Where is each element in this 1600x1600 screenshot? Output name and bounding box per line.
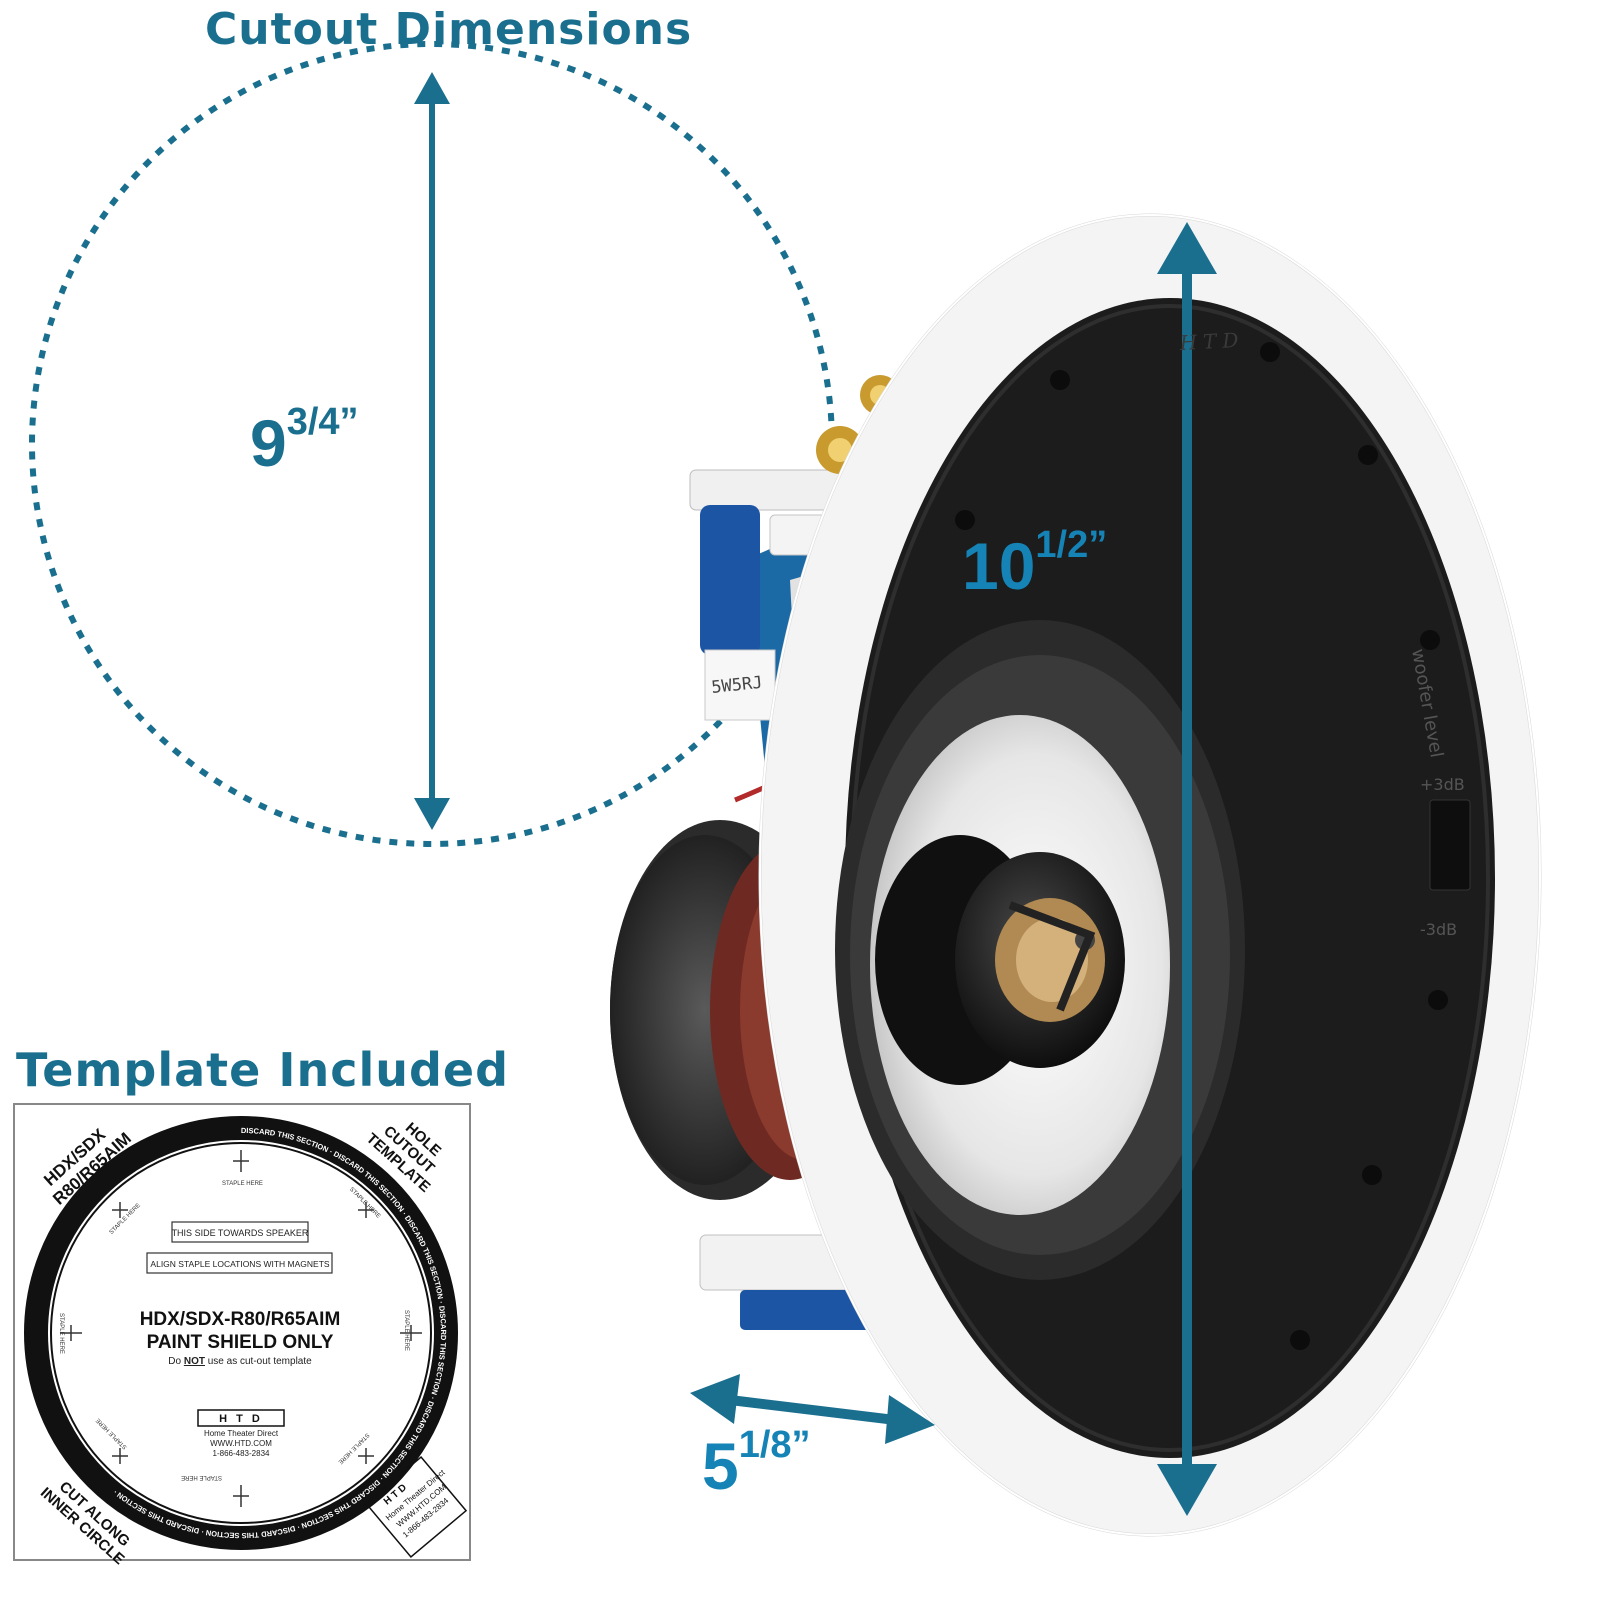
height-dimension-label: 101/2”: [962, 524, 1107, 604]
template-included-heading: Template Included: [16, 1043, 510, 1097]
height-dimension-fraction: 1/2”: [1035, 524, 1108, 566]
cutout-dimension-fraction: 3/4”: [286, 401, 359, 443]
depth-dimension-whole: 5: [702, 1429, 739, 1503]
depth-arrow: [690, 1374, 935, 1444]
template-sheet: [13, 1103, 471, 1561]
cutout-arrow: [414, 72, 450, 830]
speaker-front: [758, 213, 1542, 1537]
woofer-level-switch: [1429, 799, 1471, 891]
height-arrow: [1157, 222, 1217, 1516]
template-ring: [24, 1116, 458, 1550]
depth-dimension-fraction: 1/8”: [738, 1424, 811, 1466]
height-dimension-whole: 10: [962, 529, 1036, 603]
cutout-dimension-whole: 9: [250, 406, 287, 480]
cutout-dimensions-heading: Cutout Dimensions: [205, 4, 693, 55]
depth-dimension-label: 51/8”: [702, 1424, 811, 1504]
cutout-dimension-label: 93/4”: [250, 401, 359, 481]
